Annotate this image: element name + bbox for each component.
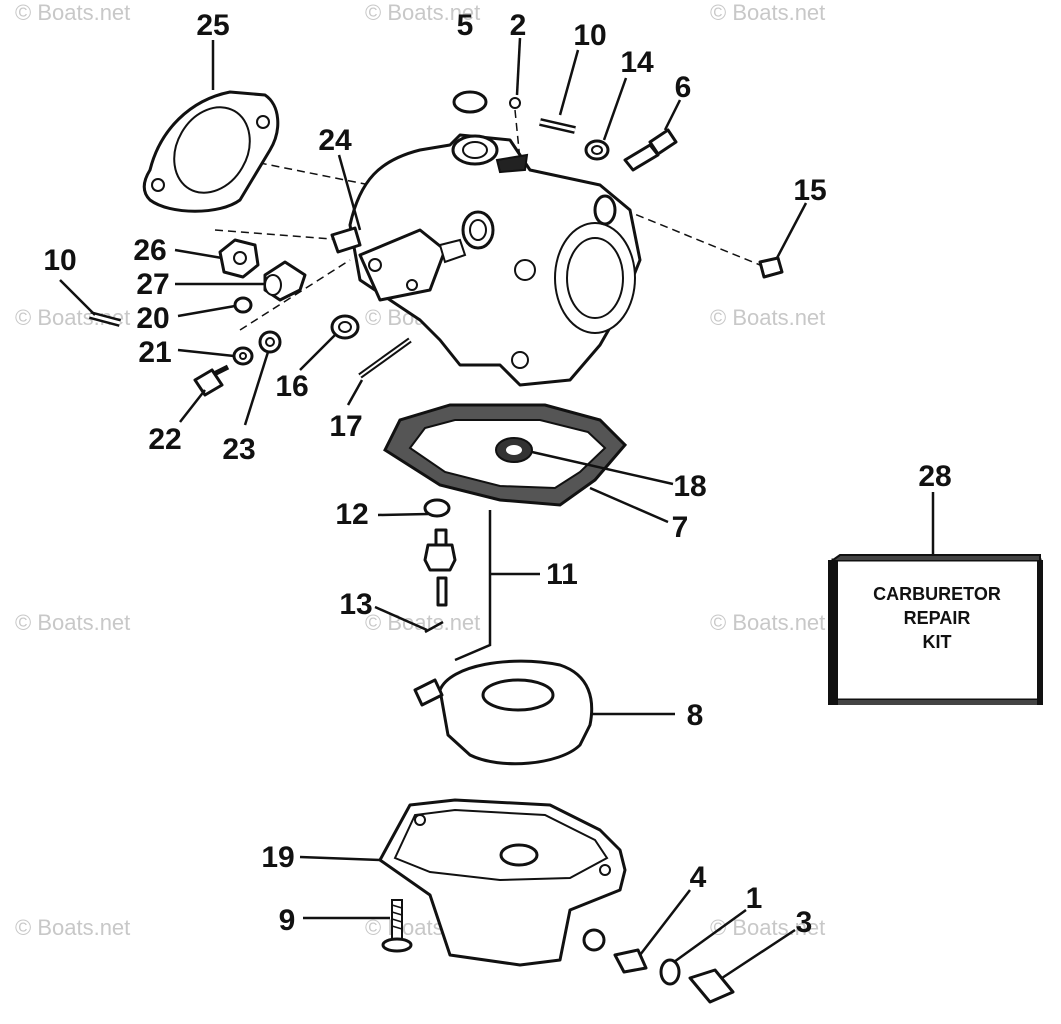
part-15-screw <box>758 256 784 279</box>
callout-25: 25 <box>196 9 229 42</box>
callout-8: 8 <box>687 699 704 732</box>
watermark: © Boats.net <box>365 0 480 25</box>
part-8-float <box>413 659 594 766</box>
part-12-washer <box>423 498 451 518</box>
part-16-washer <box>330 314 360 340</box>
part-21-washer <box>232 346 254 366</box>
callout-21: 21 <box>138 336 171 369</box>
callout-11: 11 <box>546 558 578 591</box>
part-10-pin-left <box>88 311 122 327</box>
callout-labels: 25 5 2 10 14 6 24 15 26 10 27 20 21 16 1… <box>43 9 951 939</box>
part-6-screw <box>623 128 678 172</box>
kit-label-line3: KIT <box>923 632 952 652</box>
callout-28: 28 <box>918 460 951 493</box>
watermark: © Boats.net <box>15 915 130 940</box>
callout-12: 12 <box>335 498 368 531</box>
watermark: © Boats.net <box>710 305 825 330</box>
callout-16: 16 <box>275 370 308 403</box>
part-25-flange-gasket <box>142 90 280 213</box>
callout-20: 20 <box>136 302 169 335</box>
kit-label-line1: CARBURETOR <box>873 584 1001 604</box>
part-20-washer <box>233 296 253 314</box>
callout-24: 24 <box>318 124 352 157</box>
part-23-lockwasher <box>258 330 282 354</box>
part-9-screw <box>381 899 413 953</box>
part-10-pin-top <box>539 118 576 134</box>
callout-13: 13 <box>339 588 372 621</box>
callout-3: 3 <box>796 906 813 939</box>
part-2-ball <box>509 97 521 109</box>
callout-7: 7 <box>672 511 689 544</box>
part-17-screw <box>358 337 412 379</box>
callout-6: 6 <box>675 71 692 104</box>
kit-label-line2: REPAIR <box>904 608 971 628</box>
callout-22: 22 <box>148 423 181 456</box>
part-22-screw <box>193 364 230 397</box>
part-19-float-bowl <box>378 798 627 967</box>
callout-2: 2 <box>510 9 527 42</box>
part-26-nut <box>218 238 260 279</box>
part-14-washer <box>584 139 610 161</box>
callout-15: 15 <box>793 174 826 207</box>
callout-27: 27 <box>136 268 169 301</box>
part-13-clip <box>424 620 444 634</box>
watermark: © Boats.net <box>15 610 130 635</box>
part-5-plug <box>452 90 488 114</box>
watermark: © Boats.net <box>15 0 130 25</box>
callout-14: 14 <box>620 46 654 79</box>
part-18-ring <box>495 437 533 463</box>
part-1-washer <box>659 958 681 986</box>
callout-18: 18 <box>673 470 706 503</box>
callout-1: 1 <box>746 882 763 915</box>
callout-4: 4 <box>690 861 707 894</box>
callout-5: 5 <box>457 9 474 42</box>
leader-lines <box>59 37 935 980</box>
callout-26: 26 <box>133 234 166 267</box>
carburetor-body <box>348 133 642 387</box>
part-4-jet <box>613 948 648 974</box>
callout-9: 9 <box>279 904 296 937</box>
callout-23: 23 <box>222 433 255 466</box>
part-24-plug <box>330 226 362 254</box>
callout-10-left: 10 <box>43 244 76 277</box>
callout-19: 19 <box>261 841 294 874</box>
part-28-repair-kit: CARBURETOR REPAIR KIT <box>828 554 1043 705</box>
watermark: © Boats.net <box>710 0 825 25</box>
callout-10-top: 10 <box>573 19 606 52</box>
part-3-screw <box>688 968 735 1004</box>
watermark: © Boats.net <box>365 610 480 635</box>
part-11-inlet-needle-seat <box>423 510 492 662</box>
callout-17: 17 <box>329 410 362 443</box>
watermark: © Boats.net <box>710 610 825 635</box>
part-27-bushing <box>263 260 307 302</box>
watermark: © Boats.net <box>710 915 825 940</box>
